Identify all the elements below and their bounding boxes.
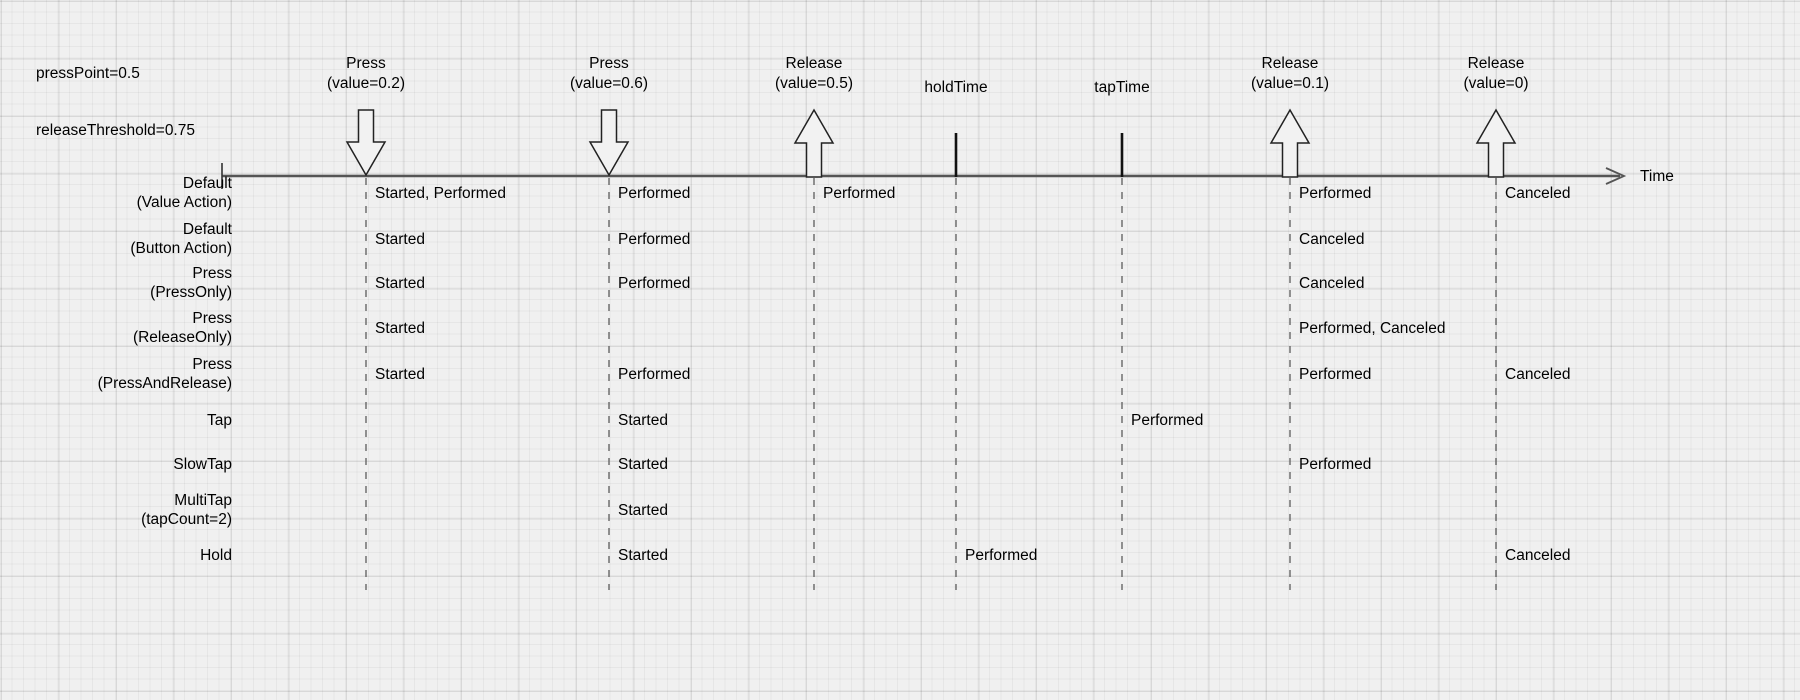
row-label-line1: Press (192, 356, 232, 373)
row-cell: Started (618, 412, 668, 429)
row-cell: Performed (1299, 366, 1372, 383)
row-cell: Performed, Canceled (1299, 320, 1446, 337)
row-cell: Performed (1131, 412, 1204, 429)
marker-label-line1: Release (785, 55, 843, 72)
marker-label-line1: Press (346, 55, 386, 72)
row-cell: Canceled (1299, 231, 1365, 248)
parameters-note: pressPoint=0.5 releaseThreshold=0.75 (36, 26, 195, 178)
marker-label-line1: Press (589, 55, 629, 72)
row-cell: Started (375, 275, 425, 292)
row-label-slowtap: SlowTap (173, 455, 232, 474)
marker-label-line2: (value=0.2) (327, 75, 405, 92)
row-label-default-button-action: Default (Button Action) (130, 220, 232, 258)
row-cell: Started (618, 502, 668, 519)
row-cell: Started, Performed (375, 185, 506, 202)
row-cell: Started (375, 231, 425, 248)
row-label-line1: Press (192, 265, 232, 282)
marker-label-line1: holdTime (924, 79, 988, 96)
row-label-line2: (Button Action) (130, 240, 232, 257)
row-cell: Canceled (1299, 275, 1365, 292)
parameter-presspoint: pressPoint=0.5 (36, 65, 140, 82)
marker-label-tap-time: tapTime (1094, 78, 1149, 98)
marker-label-line1: Release (1467, 55, 1525, 72)
row-label-multitap: MultiTap (tapCount=2) (141, 491, 232, 529)
marker-label-release-0: Release (value=0) (1463, 54, 1528, 94)
marker-arrow-down-icon (588, 109, 630, 177)
marker-label-line2: (value=0.6) (570, 75, 648, 92)
row-cell: Started (618, 547, 668, 564)
row-cell: Performed (1299, 456, 1372, 473)
marker-label-press-0-6: Press (value=0.6) (570, 54, 648, 94)
row-cell: Performed (618, 275, 691, 292)
row-label-line1: Default (182, 221, 232, 238)
row-label-line1: Press (192, 310, 232, 327)
row-cell: Started (375, 366, 425, 383)
row-cell: Started (618, 456, 668, 473)
axis-label-time: Time (1640, 168, 1674, 185)
row-label-line1: SlowTap (173, 456, 232, 473)
row-cell: Canceled (1505, 366, 1571, 383)
row-label-hold: Hold (200, 546, 232, 565)
row-cell: Started (375, 320, 425, 337)
row-label-line2: (tapCount=2) (141, 511, 232, 528)
row-cell: Performed (965, 547, 1038, 564)
marker-label-hold-time: holdTime (924, 78, 987, 98)
marker-label-line2: (value=0.5) (775, 75, 853, 92)
marker-arrow-up-icon (1475, 108, 1517, 178)
row-cell: Performed (618, 185, 691, 202)
row-label-line2: (PressOnly) (150, 284, 232, 301)
row-label-press-pressonly: Press (PressOnly) (150, 264, 232, 302)
row-label-line2: (PressAndRelease) (97, 375, 232, 392)
marker-label-release-0-1: Release (value=0.1) (1251, 54, 1329, 94)
marker-label-line1: Release (1261, 55, 1319, 72)
marker-arrow-up-icon (1269, 108, 1311, 178)
row-label-line1: Default (182, 175, 232, 192)
axis-arrowhead (1605, 167, 1627, 185)
marker-label-release-0-5: Release (value=0.5) (775, 54, 853, 94)
row-cell: Canceled (1505, 185, 1571, 202)
marker-label-line1: tapTime (1094, 79, 1150, 96)
row-cell: Performed (1299, 185, 1372, 202)
row-label-line1: Hold (200, 547, 232, 564)
marker-label-line2: (value=0) (1463, 75, 1529, 92)
row-label-line1: MultiTap (174, 492, 232, 509)
row-label-press-releaseonly: Press (ReleaseOnly) (133, 309, 232, 347)
row-cell: Performed (823, 185, 896, 202)
row-label-press-pressandrelease: Press (PressAndRelease) (98, 355, 232, 393)
row-cell: Canceled (1505, 547, 1571, 564)
marker-arrow-up-icon (793, 108, 835, 178)
marker-label-press-0-2: Press (value=0.2) (327, 54, 405, 94)
parameter-releasethreshold: releaseThreshold=0.75 (36, 122, 195, 139)
row-label-line2: (ReleaseOnly) (132, 329, 232, 346)
row-label-line2: (Value Action) (136, 194, 232, 211)
row-cell: Performed (618, 366, 691, 383)
marker-arrow-down-icon (345, 109, 387, 177)
row-label-default-value-action: Default (Value Action) (137, 174, 232, 212)
row-cell: Performed (618, 231, 691, 248)
row-label-line1: Tap (207, 412, 232, 429)
row-label-tap: Tap (207, 411, 232, 430)
marker-label-line2: (value=0.1) (1251, 75, 1329, 92)
